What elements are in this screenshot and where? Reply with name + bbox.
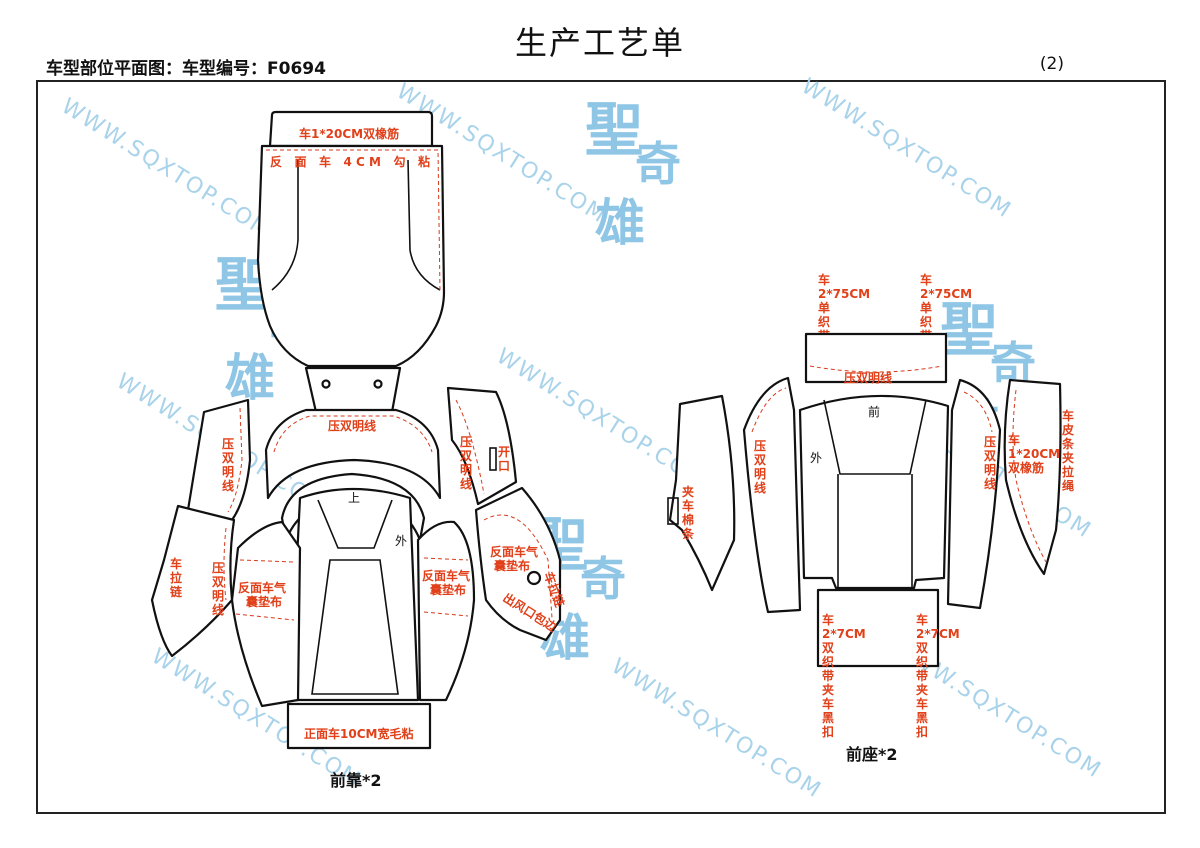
bottom-strip-note: 正面车10CM宽毛粘 (304, 726, 413, 741)
left-side-lower-seam (223, 527, 227, 601)
center-seat-back-panel (288, 487, 420, 702)
watermark-logo: 聖 奇 雄 (585, 96, 681, 252)
seat-center-inner-outline (823, 399, 927, 588)
watermark-text: WWW.SQXTOP.COM (57, 94, 276, 244)
right-bolster-note-2: 囊垫布 (429, 582, 466, 597)
headrest-inner-left-seam (271, 160, 299, 291)
seat-right-outer-panel (1003, 378, 1062, 576)
seat-left-side-panel (742, 376, 802, 614)
right-side-lower-panel (474, 486, 562, 642)
top-note-left: 车2*75CM单织带 (818, 272, 870, 343)
right-side-lower-note-a-1: 反面车气 (490, 544, 538, 559)
left-bolster-panel (230, 520, 302, 708)
svg-text:聖: 聖 (940, 296, 998, 364)
left-bolster-note-2: 囊垫布 (245, 594, 282, 609)
seat-left-outer-note: 夹车棉条 (681, 484, 695, 541)
connector-hole-right (373, 379, 383, 389)
right-side-upper-note-b: 开口 (498, 445, 510, 473)
left-bolster-seam (235, 559, 295, 621)
page-number: (2) (1039, 54, 1064, 74)
seat-right-outer-seam (1012, 389, 1047, 563)
seat-left-outer-panel (668, 394, 736, 592)
air-vent-hole (526, 570, 542, 586)
seat-center-front-label: 前 (868, 404, 880, 419)
upper-curved-panel (264, 408, 442, 500)
seat-left-side-note: 压双明线 (754, 439, 766, 495)
svg-text:聖: 聖 (585, 96, 643, 164)
center-side-label: 外 (395, 534, 407, 548)
seat-right-side-panel (946, 378, 1002, 610)
upper-panel-seam (273, 415, 433, 453)
watermark-text: WWW.SQXTOP.COM (607, 654, 826, 804)
seat-center-side-label: 外 (810, 451, 822, 465)
right-side-upper-note-a: 压双明线 (460, 435, 472, 491)
center-top-label: 上 (348, 491, 360, 505)
front-seat-caption: 前座*2 (846, 745, 898, 764)
upper-panel-note: 压双明线 (328, 418, 376, 433)
neck-connector (304, 366, 402, 414)
right-side-lower-note-a-2: 囊垫布 (493, 558, 530, 573)
seat-center-panel (798, 394, 950, 590)
left-bolster-note-1: 反面车气 (238, 580, 286, 595)
watermark-text: WWW.SQXTOP.COM (797, 74, 1016, 224)
svg-text:雄: 雄 (225, 348, 275, 407)
page-title: 生产工艺单 (514, 24, 685, 62)
left-side-lower-panel (150, 504, 236, 658)
seat-right-side-note: 压双明线 (984, 435, 996, 491)
seat-right-outer-note-b: 车皮条夹拉绳 (1061, 408, 1075, 493)
seat-top-strip-seam (809, 365, 943, 373)
headrest-top-note: 车1*20CM双橡筋 (299, 126, 399, 141)
left-side-upper-seam (227, 407, 243, 513)
left-side-lower-note-a: 车拉链 (170, 556, 183, 599)
bottom-strip (286, 702, 432, 750)
headrest-seam-line (266, 149, 441, 293)
right-side-upper-panel (446, 386, 518, 506)
model-subtitle: 车型部位平面图：车型编号：F0694 (46, 59, 326, 79)
svg-text:奇: 奇 (580, 552, 626, 606)
piping-tab (667, 497, 679, 525)
headrest-inner-right-seam (407, 159, 441, 291)
right-side-lower-seam (483, 514, 553, 619)
svg-text:雄: 雄 (595, 193, 645, 252)
front-seat-pattern: 车2*75CM单织带 车2*75CM单织带 压双明线 夹车棉条 压双明线 前 外… (667, 272, 1075, 764)
right-side-upper-seam (455, 399, 485, 495)
seat-bottom-strip (816, 588, 940, 668)
front-back-caption: 前靠*2 (330, 771, 382, 790)
svg-text:奇: 奇 (635, 137, 681, 191)
right-bolster-note-1: 反面车气 (422, 568, 470, 583)
connector-hole-left (321, 379, 331, 389)
headrest-main-panel (256, 144, 446, 368)
seat-top-strip-note: 压双明线 (844, 370, 892, 385)
right-bolster-seam (423, 557, 469, 617)
left-side-upper-note: 压双明线 (222, 437, 234, 493)
opening-slot (489, 447, 497, 471)
left-side-lower-note-b: 压双明线 (212, 561, 224, 617)
drawing-frame (36, 80, 1166, 814)
center-inner-outline (311, 499, 399, 695)
seat-right-side-seam (963, 391, 993, 433)
headrest-top-strip (268, 110, 434, 148)
right-bolster-panel (416, 520, 476, 702)
